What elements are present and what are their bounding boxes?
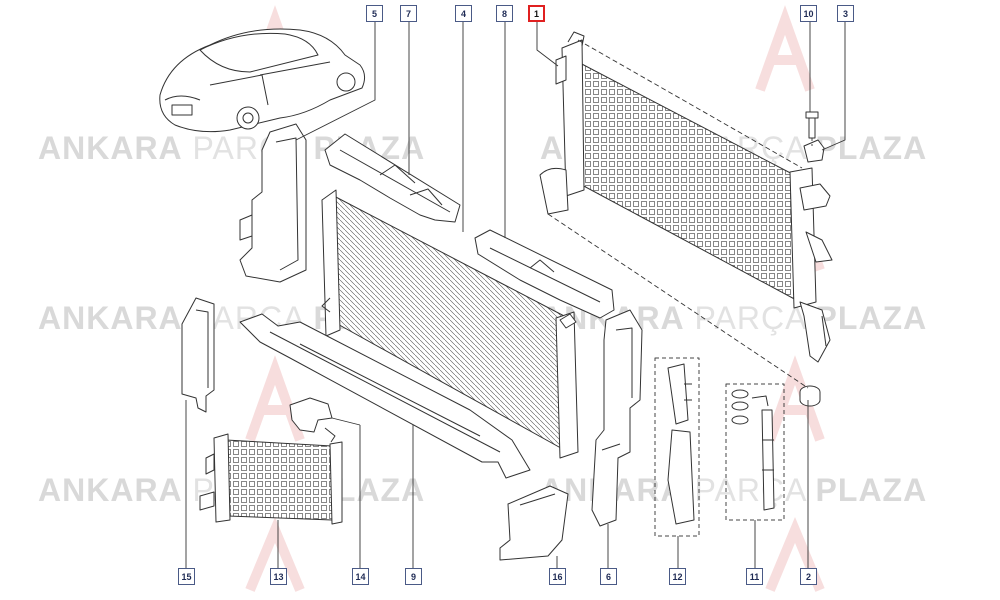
logo-mark: [765, 355, 825, 442]
callout-11[interactable]: 11: [746, 568, 763, 585]
part-2-filler-cap: [799, 385, 821, 407]
callout-1[interactable]: 1: [528, 5, 545, 22]
callout-13[interactable]: 13: [270, 568, 287, 585]
callout-15[interactable]: 15: [178, 568, 195, 585]
callout-2[interactable]: 2: [800, 568, 817, 585]
callout-14[interactable]: 14: [352, 568, 369, 585]
callout-10[interactable]: 10: [800, 5, 817, 22]
callout-3[interactable]: 3: [837, 5, 854, 22]
part-14-small-bracket: [289, 397, 336, 443]
callout-7[interactable]: 7: [400, 5, 417, 22]
part-15-side-bracket: [181, 297, 215, 413]
part-5-air-deflector: [239, 123, 307, 283]
callout-8[interactable]: 8: [496, 5, 513, 22]
callout-4[interactable]: 4: [455, 5, 472, 22]
callout-12[interactable]: 12: [669, 568, 686, 585]
part-16-lower-deflector: [499, 485, 569, 561]
part-9-lower-crossmember: [239, 313, 531, 479]
part-11-drier-kit: [725, 383, 785, 521]
part-8-air-guide: [474, 229, 615, 319]
callout-9[interactable]: 9: [405, 568, 422, 585]
part-3-mounting-clip: [803, 139, 825, 163]
part-13-auxiliary-radiator: [199, 433, 343, 525]
part-7-upper-air-guide: [324, 133, 461, 223]
logo-mark: [245, 517, 305, 592]
part-6-right-air-deflector: [591, 309, 643, 527]
logo-mark: [755, 5, 815, 92]
callout-5[interactable]: 5: [366, 5, 383, 22]
callout-16[interactable]: 16: [549, 568, 566, 585]
part-12-seal-kit: [654, 357, 700, 537]
part-4-condenser: [321, 189, 579, 459]
vehicle-illustration: [159, 28, 366, 133]
callout-6[interactable]: 6: [600, 568, 617, 585]
part-10-bolt: [805, 111, 819, 139]
part-1-engine-radiator: [539, 31, 833, 363]
